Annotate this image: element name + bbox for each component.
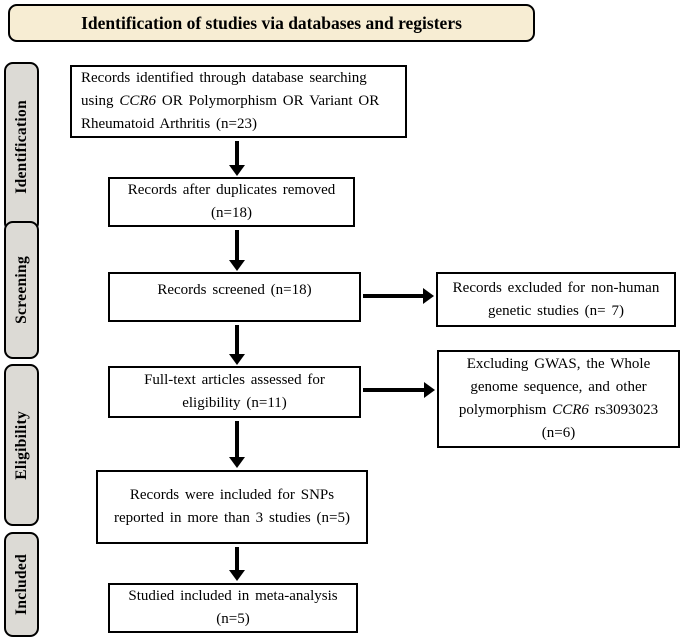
- exclusion-gwas-text: Excluding GWAS, the Whole genome sequenc…: [458, 356, 659, 441]
- flow-box-meta-analysis: Studied included in meta-analysis (n=5): [108, 583, 358, 633]
- gene-name-ccr6: CCR6: [552, 402, 589, 418]
- stage-eligibility: Eligibility: [4, 364, 39, 526]
- meta-analysis-text: Studied included in meta-analysis (n=5): [128, 588, 338, 627]
- arrow-right-icon: [363, 382, 435, 398]
- flow-box-records-screened: Records screened (n=18): [108, 272, 361, 322]
- stage-included: Included: [4, 532, 39, 637]
- duplicates-removed-text: Records after duplicates removed (n=18): [127, 182, 336, 221]
- stage-eligibility-label: Eligibility: [12, 410, 30, 480]
- stage-included-label: Included: [12, 554, 30, 615]
- stage-identification-label: Identification: [12, 100, 30, 194]
- records-screened-text: Records screened (n=18): [157, 282, 312, 298]
- arrow-right-icon: [363, 288, 434, 304]
- flow-box-included-snps: Records were included for SNPs reported …: [96, 470, 368, 544]
- arrow-down-icon: [229, 421, 245, 468]
- flow-box-duplicates-removed: Records after duplicates removed (n=18): [108, 177, 355, 227]
- arrow-down-icon: [229, 141, 245, 176]
- stage-identification: Identification: [4, 62, 39, 232]
- exclusion-box-nonhuman: Records excluded for non-human genetic s…: [436, 272, 676, 327]
- fulltext-assessed-text: Full-text articles assessed for eligibil…: [144, 372, 325, 411]
- exclusion-box-gwas: Excluding GWAS, the Whole genome sequenc…: [437, 350, 680, 448]
- exclusion-nonhuman-text: Records excluded for non-human genetic s…: [452, 279, 660, 319]
- records-identified-text: Records identified through database sear…: [81, 70, 380, 132]
- diagram-title: Identification of studies via databases …: [8, 4, 535, 42]
- stage-screening-label: Screening: [12, 256, 30, 324]
- gene-name-ccr6: CCR6: [119, 93, 157, 109]
- arrow-down-icon: [229, 547, 245, 581]
- diagram-title-text: Identification of studies via databases …: [81, 12, 462, 33]
- flow-box-records-identified: Records identified through database sear…: [70, 65, 407, 138]
- stage-screening: Screening: [4, 221, 39, 359]
- flow-box-fulltext-assessed: Full-text articles assessed for eligibil…: [108, 366, 361, 418]
- arrow-down-icon: [229, 230, 245, 271]
- arrow-down-icon: [229, 325, 245, 365]
- included-snps-text: Records were included for SNPs reported …: [113, 487, 350, 526]
